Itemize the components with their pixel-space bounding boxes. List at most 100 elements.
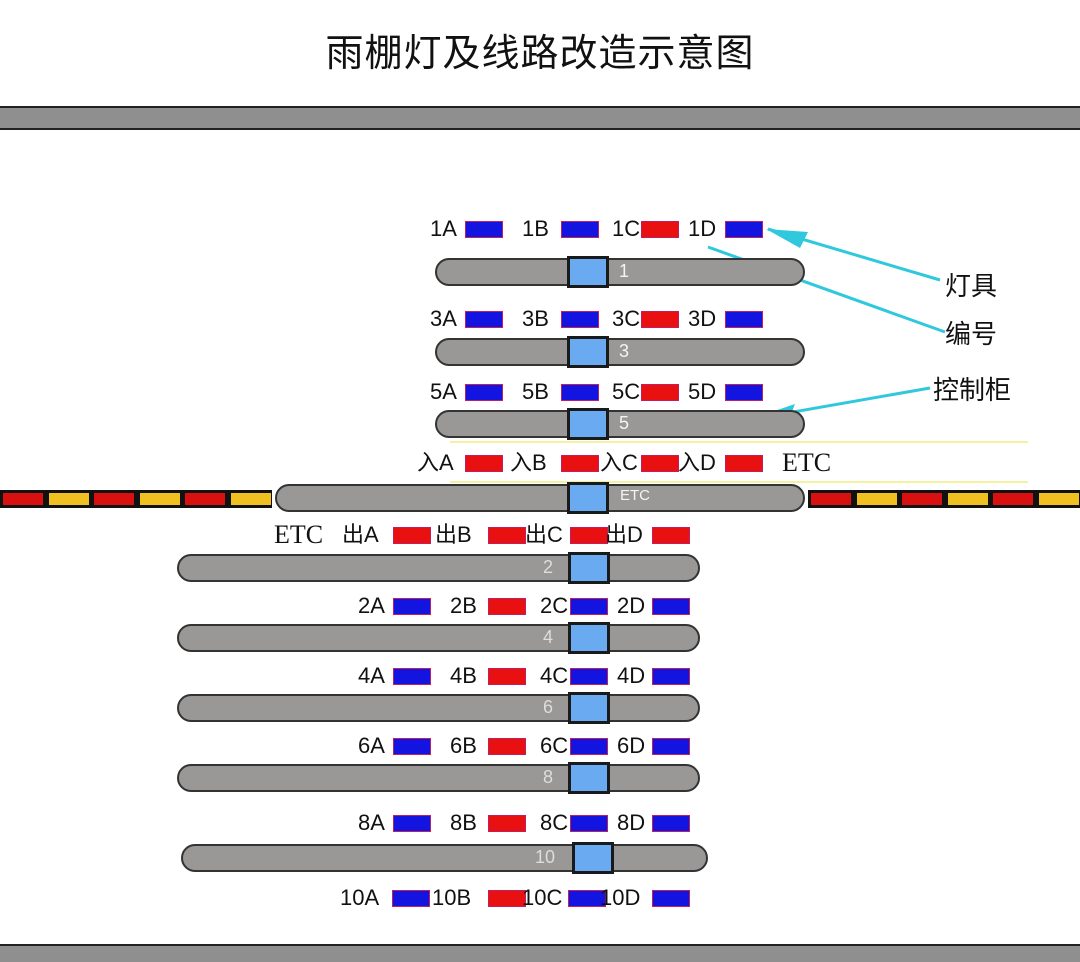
cabinet-box — [568, 762, 610, 794]
lamp-blue — [561, 221, 599, 238]
cabinet-box — [568, 692, 610, 724]
lamp-label: 10A — [340, 885, 380, 910]
lamp-label: 2C — [540, 593, 569, 618]
lamp-label: 出C — [525, 522, 563, 547]
lamp-label: 5B — [522, 379, 549, 404]
annotation-lamp: 灯具 — [945, 272, 998, 302]
pill-number: 1 — [619, 261, 630, 281]
lamp-red — [393, 527, 431, 544]
lamp-red — [488, 815, 526, 832]
canopy-pill — [435, 338, 805, 366]
lamp-label: 6B — [450, 733, 477, 758]
lamp-label: 3C — [612, 306, 641, 331]
road-barrier — [808, 490, 1080, 508]
lamp-label: 5C — [612, 379, 641, 404]
barrier-segment — [811, 493, 851, 505]
lamp-label: 入D — [678, 450, 716, 475]
lane-line — [450, 441, 1028, 443]
lamp-red — [561, 455, 599, 472]
cabinet-box — [572, 842, 614, 874]
top-canopy-edge — [0, 106, 1080, 130]
lamp-label: 2A — [358, 593, 385, 618]
lamp-label: 3A — [430, 306, 457, 331]
pill-number: 8 — [543, 767, 554, 787]
barrier-segment — [230, 493, 271, 505]
lamp-red — [641, 221, 679, 238]
barrier-segment — [3, 493, 43, 505]
barrier-segment — [993, 493, 1033, 505]
lamp-red — [488, 668, 526, 685]
lamp-blue — [393, 738, 431, 755]
pill-number: ETC — [620, 487, 650, 504]
arrowhead-icon — [766, 229, 808, 248]
bottom-canopy-edge — [0, 944, 1080, 962]
lamp-label: 出B — [435, 522, 472, 547]
lamp-label: 入B — [510, 450, 547, 475]
barrier-segment — [48, 493, 89, 505]
lamp-red — [641, 455, 679, 472]
diagram-title: 雨棚灯及线路改造示意图 — [325, 31, 755, 75]
lamp-label: 10C — [522, 885, 563, 910]
barrier-segment — [94, 493, 134, 505]
canopy-pill — [435, 410, 805, 438]
lamp-label: 10B — [432, 885, 472, 910]
canopy-pill — [177, 624, 700, 652]
lamp-label: 10D — [600, 885, 641, 910]
lamp-blue — [652, 598, 690, 615]
lamp-red — [652, 527, 690, 544]
lamp-red — [488, 890, 526, 907]
barrier-segment — [947, 493, 988, 505]
lamp-label: 2B — [450, 593, 477, 618]
lamp-label: 1B — [522, 216, 549, 241]
canopy-pill — [275, 484, 805, 512]
lamp-blue — [725, 221, 763, 238]
lamp-red — [641, 311, 679, 328]
pill-number: 5 — [619, 413, 630, 433]
lamp-label: 6A — [358, 733, 385, 758]
lamp-label: 入C — [600, 450, 638, 475]
lamp-red — [465, 455, 503, 472]
lamp-blue — [568, 890, 606, 907]
lamp-label: 3B — [522, 306, 549, 331]
lamp-blue — [652, 668, 690, 685]
lane-line — [450, 481, 1028, 483]
lamp-blue — [561, 311, 599, 328]
lamp-label: 5A — [430, 379, 457, 404]
lamp-blue — [465, 221, 503, 238]
canopy-pill — [177, 764, 700, 792]
lamp-red — [488, 738, 526, 755]
annotation-number: 编号 — [945, 320, 998, 350]
lamp-label: 4C — [540, 663, 569, 688]
lamp-blue — [652, 738, 690, 755]
lamp-red — [641, 384, 679, 401]
pill-number: 10 — [535, 847, 556, 867]
barrier-segment — [185, 493, 225, 505]
lamp-blue — [570, 738, 608, 755]
lamp-blue — [652, 890, 690, 907]
etc-entry-label: ETC — [782, 448, 832, 477]
lamp-blue — [570, 815, 608, 832]
lamp-label: 3D — [688, 306, 717, 331]
barrier-segment — [856, 493, 897, 505]
lamp-label: 6D — [617, 733, 646, 758]
cabinet-box — [568, 622, 610, 654]
lamp-label: 8B — [450, 810, 477, 835]
lamp-red — [488, 527, 526, 544]
lamp-blue — [393, 815, 431, 832]
cabinet-box — [567, 482, 609, 514]
lamp-blue — [725, 384, 763, 401]
lamp-label: 1A — [430, 216, 457, 241]
lamp-blue — [393, 598, 431, 615]
lamp-label: 6C — [540, 733, 569, 758]
lamp-label: 入A — [417, 450, 454, 475]
lamp-label: 8C — [540, 810, 569, 835]
pill-number: 6 — [543, 697, 554, 717]
lamp-red — [725, 455, 763, 472]
lamp-label: 8A — [358, 810, 385, 835]
lamp-blue — [393, 668, 431, 685]
pill-number: 2 — [543, 557, 554, 577]
pill-number: 4 — [543, 627, 554, 647]
lamp-label: 2D — [617, 593, 646, 618]
lamp-blue — [392, 890, 430, 907]
